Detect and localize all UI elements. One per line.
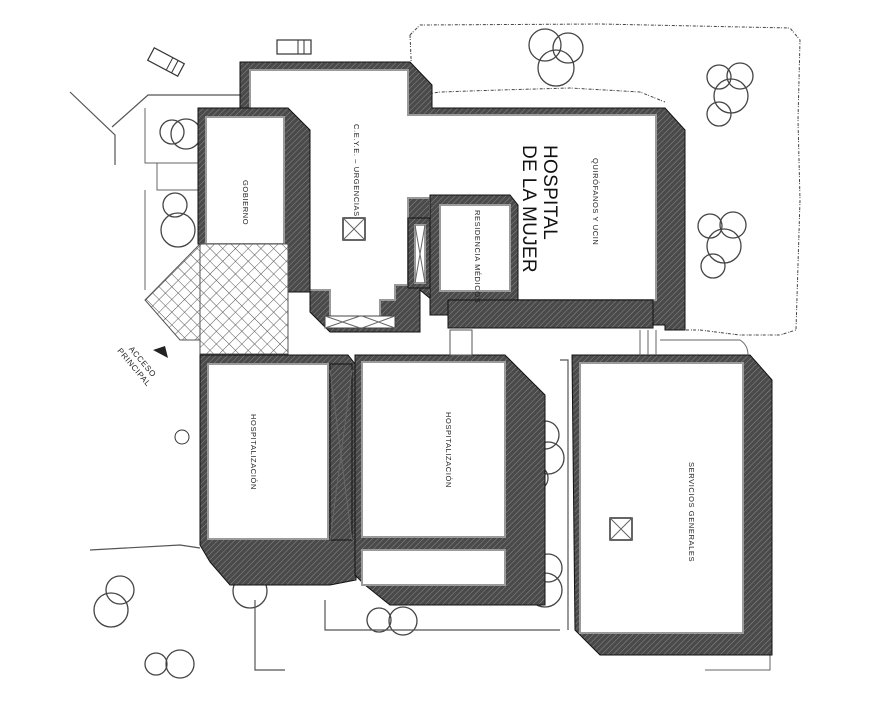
project-title-line1: HOSPITAL	[539, 145, 560, 240]
parked-car-left	[146, 47, 186, 77]
room-label-quirofanos: QUIRÓFANOS Y UCIN	[591, 158, 600, 246]
room-label-servicios-generales: SERVICIOS GENERALES	[687, 462, 696, 563]
project-title: HOSPITAL DE LA MUJER	[518, 145, 560, 273]
room-label-residencia-medicos: RESIDENCIA MÉDICOS	[473, 210, 482, 304]
garden-hedge-northeast	[409, 23, 801, 336]
project-title-line2: DE LA MUJER	[518, 145, 539, 273]
building-main-north	[239, 61, 686, 333]
building-gobierno	[144, 107, 311, 355]
room-label-hospitalizacion-west: HOSPITALIZACIÓN	[249, 414, 258, 490]
building-hospitalizacion-west	[174, 354, 357, 586]
room-label-ceye-urgencias: C.E.Y.E. – URGENCIAS	[352, 124, 361, 217]
room-label-hospitalizacion-center: HOSPITALIZACIÓN	[444, 412, 453, 488]
parked-car-top	[276, 39, 312, 55]
building-servicios-generales	[571, 330, 773, 656]
room-label-gobierno: GOBIERNO	[241, 180, 250, 226]
main-access-arrow-icon	[153, 346, 168, 358]
building-hospitalizacion-center	[354, 329, 546, 606]
